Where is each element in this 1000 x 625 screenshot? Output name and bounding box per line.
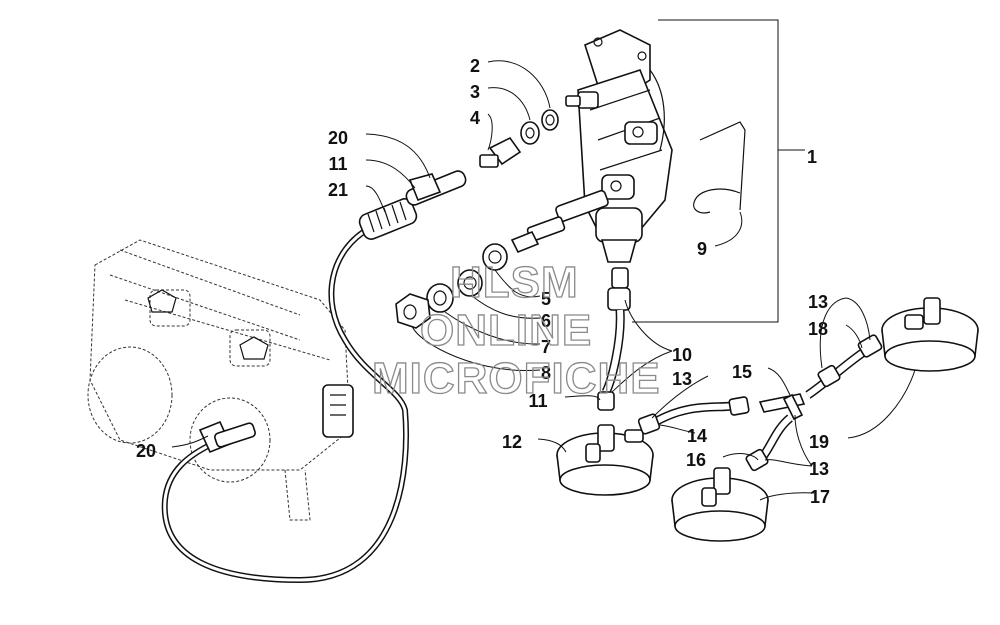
callout-c11b: 11: [528, 391, 547, 411]
outlet-line: [597, 267, 631, 411]
callout-c13c: 13: [809, 459, 829, 479]
watermark: HLSM ONLINE MICROFICHE: [371, 257, 661, 403]
callout-c13b: 13: [672, 369, 692, 389]
callout-c7: 7: [541, 337, 551, 357]
watermark-line1: HLSM: [450, 258, 579, 307]
callout-c20b: 20: [136, 441, 156, 461]
retaining-clip: [693, 121, 746, 214]
callout-c8: 8: [541, 363, 551, 383]
throttle-cable: [161, 170, 467, 584]
callout-c15: 15: [732, 362, 752, 382]
oil-pump: [510, 29, 673, 263]
watermark-line3: MICROFICHE: [372, 354, 661, 403]
callout-c21: 21: [328, 180, 348, 200]
callout-c2: 2: [470, 56, 480, 76]
valve-12: [556, 424, 654, 496]
callout-labels: 1234567891011111213131314151617181920202…: [136, 56, 830, 507]
engine-assembly: [87, 239, 354, 521]
callout-c20a: 20: [328, 128, 348, 148]
callout-c4: 4: [470, 108, 480, 128]
washers-fittings: [395, 109, 559, 329]
hose-network: [637, 334, 883, 472]
callout-c3: 3: [470, 82, 480, 102]
callout-c10: 10: [672, 345, 692, 365]
callout-c9: 9: [697, 239, 707, 259]
valve-19: [881, 297, 979, 372]
leader-lines: [171, 60, 916, 501]
callout-c12: 12: [502, 432, 522, 452]
callout-c19: 19: [809, 432, 829, 452]
callout-c5: 5: [541, 289, 551, 309]
valve-17: [671, 467, 769, 542]
watermark-line2: ONLINE: [420, 306, 592, 355]
assembly-bracket: [632, 19, 805, 323]
callout-c18: 18: [808, 319, 828, 339]
callout-c1: 1: [807, 147, 817, 167]
callout-c13a: 13: [808, 292, 828, 312]
callout-c14: 14: [687, 426, 707, 446]
callout-c11a: 11: [328, 154, 347, 174]
callout-c6: 6: [541, 311, 551, 331]
callout-c16: 16: [686, 450, 706, 470]
callout-c17: 17: [810, 487, 830, 507]
